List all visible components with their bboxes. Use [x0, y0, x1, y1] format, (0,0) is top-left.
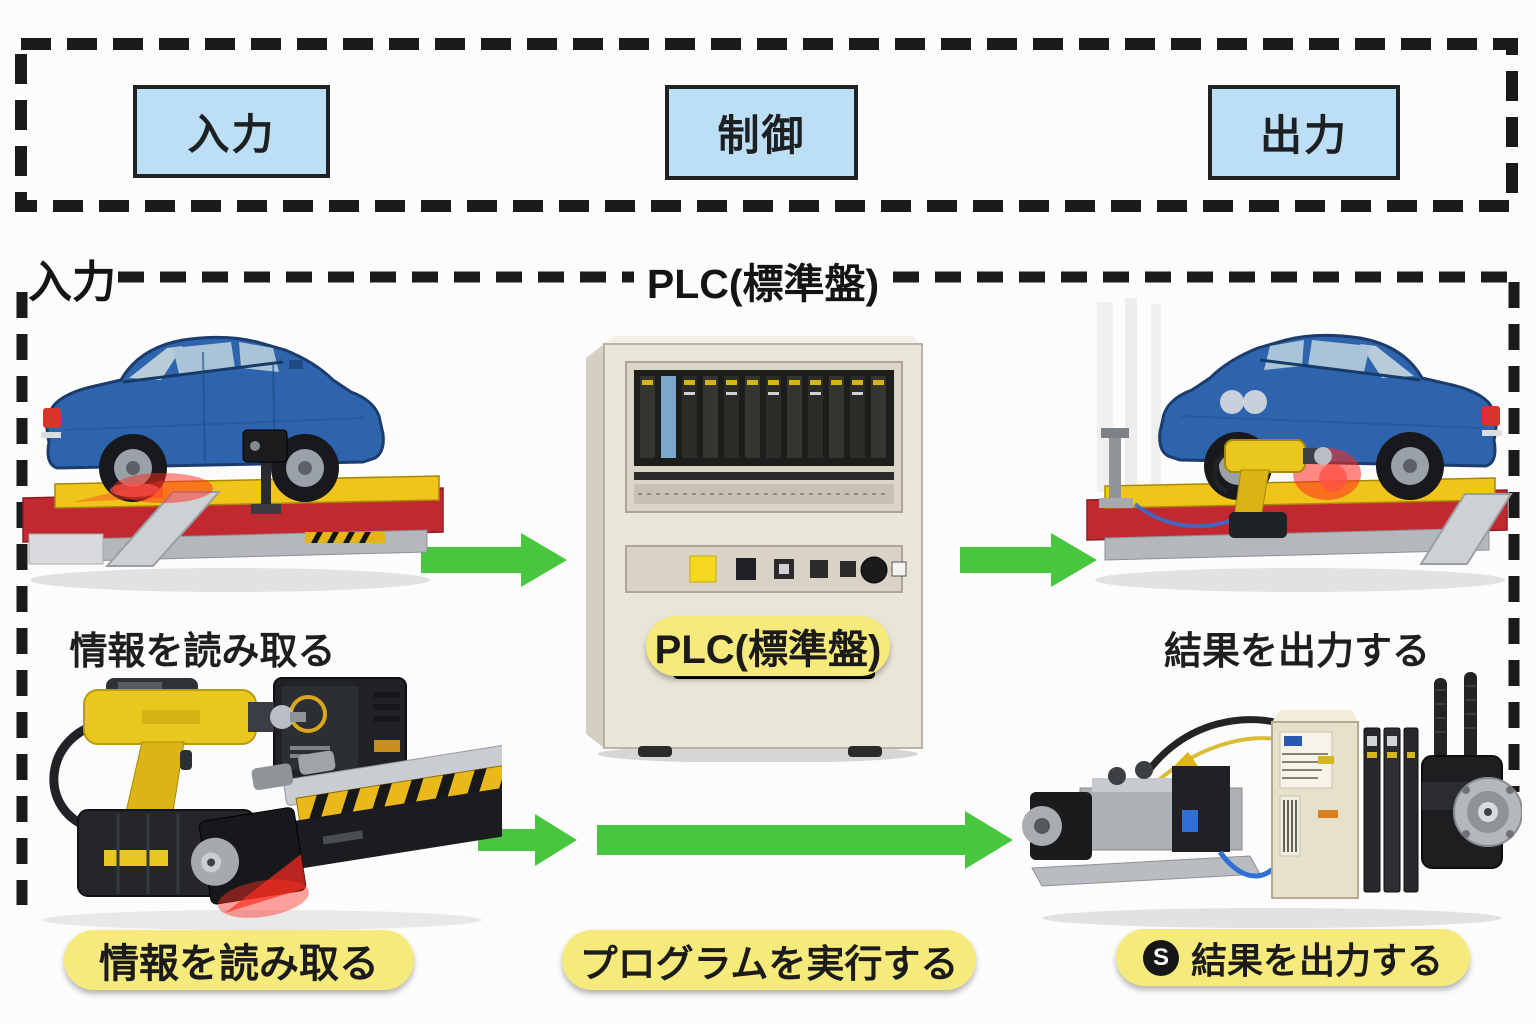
arrow-sensor-to-program [478, 814, 577, 866]
wall-stripes [1097, 298, 1161, 498]
arrow-input-to-plc [421, 533, 567, 587]
s-circle-icon: S [1142, 939, 1179, 976]
control-panel-strip [625, 545, 907, 593]
servo-system-illustration [1022, 672, 1522, 928]
tool-battery [1229, 512, 1287, 538]
main-box-plc-title: PLC(標準盤) [646, 261, 880, 307]
red-laser-beam [217, 854, 309, 918]
output-result-pill-text: 結果を出力する [1190, 939, 1443, 981]
legend-input-box: 入力 [133, 85, 330, 178]
servo-amplifier [1271, 710, 1419, 899]
rotary-knob [860, 556, 888, 584]
laser-actuator [191, 733, 502, 918]
servo-actuator [1022, 752, 1287, 887]
legend-control-box: 制御 [665, 85, 858, 180]
blue-car [1158, 333, 1502, 500]
ground-shadow [1042, 908, 1502, 928]
drive-on-ramp [104, 491, 222, 567]
taillight [43, 408, 61, 428]
alignment-rig [22, 475, 444, 565]
legend-box-dashed-border [15, 38, 1518, 212]
main-box-dashed-border [16, 271, 1520, 905]
ground-shadow [42, 910, 482, 930]
run-program-pill-label: プログラムを実行する [562, 930, 976, 990]
arrow-plc-to-output [960, 533, 1097, 587]
output-result-pill-label: S 結果を出力する [1116, 929, 1470, 986]
red-laser-glow [73, 473, 213, 503]
taillight [1482, 406, 1500, 426]
nutrunner-tool [1212, 439, 1332, 538]
plc-rack-modules [625, 361, 903, 513]
input-car-alignment-illustration [22, 335, 444, 592]
sensor-tools-illustration [42, 677, 502, 930]
plc-pill-label: PLC(標準盤) [646, 616, 890, 676]
alignment-rig [1086, 428, 1508, 561]
wheel-sensor [242, 429, 288, 514]
arrow-program-to-actuator [597, 811, 1013, 869]
plc-cabinet-illustration [586, 336, 923, 762]
servo-motor [1421, 672, 1522, 869]
scanner-grip [125, 741, 185, 819]
read-info-pill-label: 情報を読み取る [64, 930, 414, 990]
controller-box [273, 677, 407, 779]
drive-on-ramp [1419, 493, 1513, 565]
blue-car [41, 335, 385, 502]
caption-read-info: 情報を読み取る [69, 631, 336, 673]
main-box-input-label: 入力 [28, 258, 116, 307]
ground-shadow [30, 568, 430, 592]
legend-output-box: 出力 [1208, 85, 1400, 180]
amplifier-modules [1363, 727, 1419, 893]
cabinet-shadow [598, 745, 918, 762]
black-switch [736, 558, 756, 580]
caption-output-result: 結果を出力する [1163, 631, 1430, 673]
ground-shadow [1095, 568, 1505, 592]
output-car-alignment-illustration [1086, 298, 1513, 592]
yellow-button [689, 555, 717, 583]
flow-arrows [421, 533, 1097, 869]
